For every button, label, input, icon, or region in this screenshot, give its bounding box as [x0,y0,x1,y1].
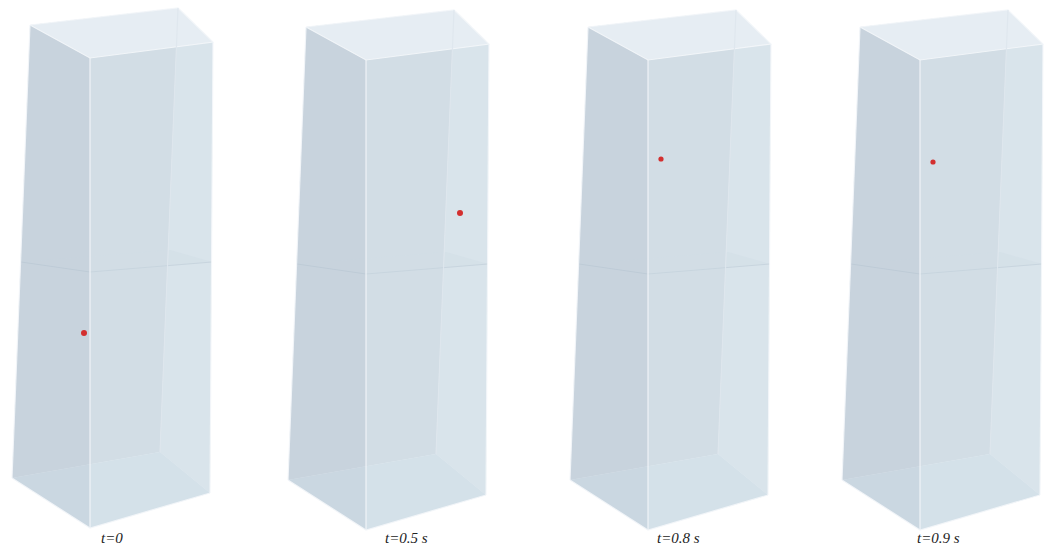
time-caption: t=0.5 s [385,530,428,547]
particle [457,210,463,216]
time-caption: t=0.9 s [917,530,960,547]
time-caption: t=0 [101,530,123,547]
particle [81,330,87,336]
particle [658,156,663,161]
particle [930,159,935,164]
time-caption: t=0.8 s [657,530,700,547]
